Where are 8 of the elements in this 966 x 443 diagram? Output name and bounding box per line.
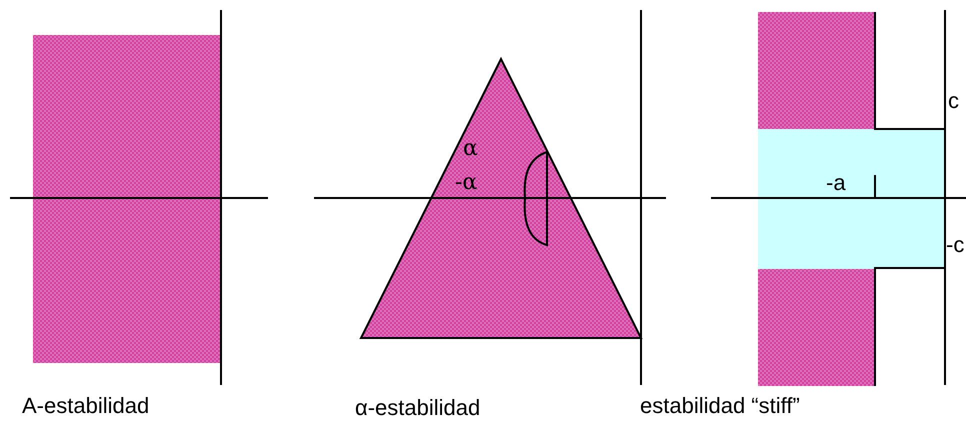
- axis-label: c: [948, 90, 959, 112]
- caption: A-estabilidad: [22, 395, 150, 417]
- angle-label: -α: [455, 172, 478, 194]
- angle-label: α: [463, 138, 478, 160]
- axis-label: -c: [946, 234, 964, 256]
- axis-label: -a: [826, 172, 846, 194]
- caption: α-estabilidad: [355, 397, 480, 419]
- caption: estabilidad “stiff”: [640, 395, 800, 417]
